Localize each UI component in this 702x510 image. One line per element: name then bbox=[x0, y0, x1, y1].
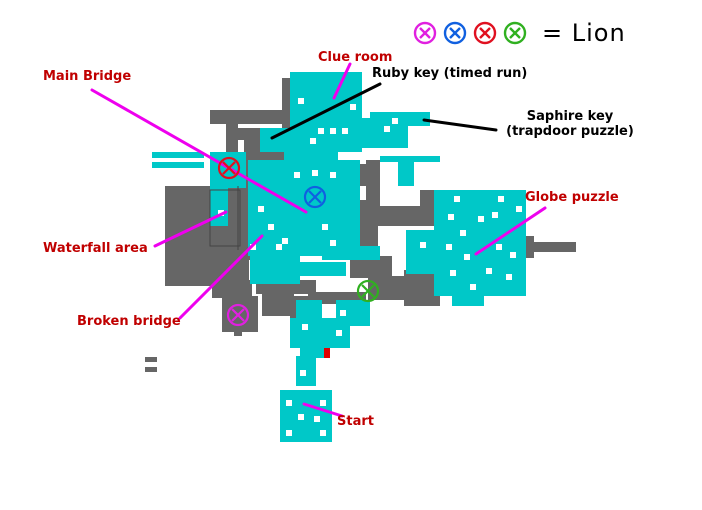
label-clue-room: Clue room bbox=[318, 50, 393, 65]
label-saphire-key-line2: (trapdoor puzzle) bbox=[506, 124, 634, 139]
legend-marker-red-icon bbox=[472, 20, 498, 46]
legend-marker-blue-icon bbox=[442, 20, 468, 46]
red-door bbox=[324, 348, 330, 358]
pointer-ruby-key bbox=[270, 82, 382, 140]
lion-marker-blue bbox=[303, 185, 327, 209]
pointer-main-bridge bbox=[90, 88, 308, 214]
label-waterfall-area: Waterfall area bbox=[43, 241, 148, 256]
pointer-globe-puzzle bbox=[474, 206, 547, 256]
lion-marker-magenta bbox=[226, 303, 250, 327]
pointer-broken-bridge bbox=[178, 234, 264, 320]
pointer-saphire-key bbox=[422, 118, 498, 132]
label-globe-puzzle: Globe puzzle bbox=[525, 190, 619, 205]
map-floor-cells bbox=[218, 98, 522, 436]
pointer-start bbox=[302, 402, 344, 418]
label-broken-bridge: Broken bridge bbox=[77, 314, 181, 329]
main-hub-room bbox=[248, 160, 360, 256]
lion-markers bbox=[217, 156, 380, 327]
label-main-bridge: Main Bridge bbox=[43, 69, 132, 84]
label-saphire-key-line1: Saphire key bbox=[526, 109, 614, 124]
lion-marker-green bbox=[356, 279, 380, 303]
pointer-clue-room bbox=[332, 62, 352, 100]
legend-marker-magenta-icon bbox=[412, 20, 438, 46]
label-start: Start bbox=[337, 414, 374, 429]
label-saphire-key: Saphire key (trapdoor puzzle) bbox=[500, 109, 640, 139]
map-rooms bbox=[152, 72, 526, 442]
pointer-waterfall bbox=[153, 210, 228, 248]
legend: = Lion bbox=[412, 19, 626, 47]
lion-marker-red bbox=[217, 156, 241, 180]
label-ruby-key: Ruby key (timed run) bbox=[372, 66, 528, 81]
pointer-lines bbox=[90, 62, 547, 418]
legend-marker-green-icon bbox=[502, 20, 528, 46]
legend-text: = Lion bbox=[542, 19, 626, 47]
